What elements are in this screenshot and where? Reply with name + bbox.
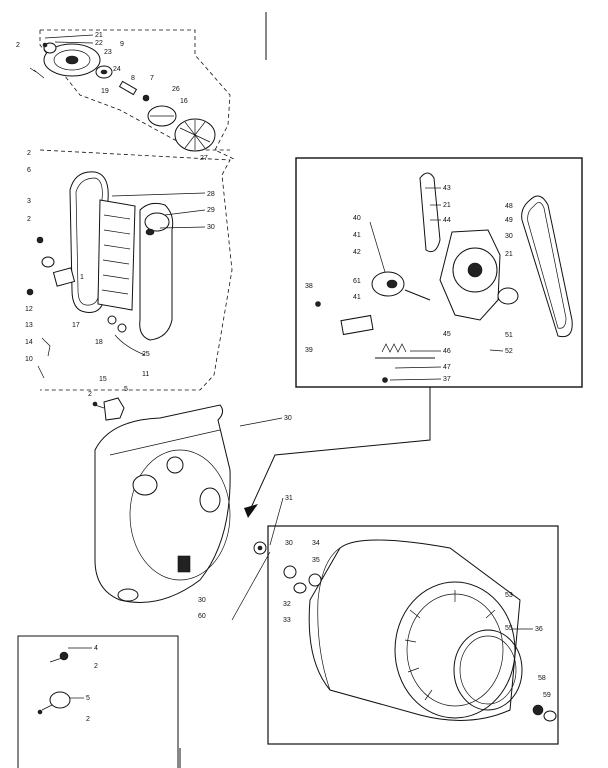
callout-30: 30 — [207, 224, 215, 231]
callout-21: 21 — [95, 32, 103, 39]
callout-51: 51 — [505, 332, 513, 339]
callout-43: 43 — [443, 185, 451, 192]
callout-30: 30 — [284, 415, 292, 422]
callout-46: 46 — [443, 348, 451, 355]
callout-61: 61 — [353, 278, 361, 285]
callout-4: 4 — [94, 645, 98, 652]
callout-41: 41 — [353, 294, 361, 301]
callout-leaders — [44, 34, 533, 699]
callout-2: 2 — [27, 150, 31, 157]
callout-33: 33 — [283, 617, 291, 624]
door-switch-part — [92, 397, 125, 421]
callout-34: 34 — [312, 540, 320, 547]
callout-8: 8 — [131, 75, 135, 82]
callout-42: 42 — [353, 249, 361, 256]
border-tick — [231, 551, 271, 621]
callout-32: 32 — [283, 601, 291, 608]
leader-arrow — [244, 504, 258, 518]
callout-7: 7 — [150, 75, 154, 82]
callout-12: 12 — [25, 306, 33, 313]
callout-5: 5 — [86, 695, 90, 702]
callout-60: 60 — [198, 613, 206, 620]
drum-assembly — [253, 525, 559, 745]
callout-18: 18 — [95, 339, 103, 346]
callout-53: 53 — [505, 592, 513, 599]
callout-25: 25 — [142, 351, 150, 358]
callout-13: 13 — [25, 322, 33, 329]
callout-52: 52 — [505, 348, 513, 355]
motor-pulley-group — [29, 29, 237, 161]
callout-39: 39 — [305, 347, 313, 354]
callout-45: 45 — [443, 331, 451, 338]
callout-38: 38 — [305, 283, 313, 290]
bulkhead-assembly — [26, 149, 233, 391]
callout-1: 1 — [80, 274, 84, 281]
callout-10: 10 — [25, 356, 33, 363]
callout-30: 30 — [505, 233, 513, 240]
callout-19: 19 — [101, 88, 109, 95]
callout-14: 14 — [25, 339, 33, 346]
idler-motor-inset — [295, 157, 583, 388]
callout-41: 41 — [353, 232, 361, 239]
callout-26: 26 — [172, 86, 180, 93]
callout-17: 17 — [72, 322, 80, 329]
callout-labels: 21 22 2 23 9 24 8 7 26 16 19 27 2 6 28 3… — [16, 32, 551, 723]
callout-36: 36 — [535, 626, 543, 633]
callout-58: 58 — [538, 675, 546, 682]
callout-6: 6 — [27, 167, 31, 174]
callout-23: 23 — [104, 49, 112, 56]
callout-49: 49 — [505, 217, 513, 224]
callout-55: 55 — [505, 625, 513, 632]
callout-2: 2 — [88, 391, 92, 398]
callout-24: 24 — [113, 66, 121, 73]
callout-2: 2 — [94, 663, 98, 670]
callout-3: 3 — [27, 198, 31, 205]
callout-48: 48 — [505, 203, 513, 210]
callout-11: 11 — [142, 371, 149, 378]
leader-line — [249, 387, 431, 511]
callout-16: 16 — [180, 98, 188, 105]
callout-21: 21 — [505, 251, 513, 258]
callout-30: 30 — [198, 597, 206, 604]
small-parts-inset — [17, 635, 179, 768]
callout-5: 5 — [124, 386, 128, 393]
callout-9: 9 — [120, 41, 124, 48]
callout-44: 44 — [443, 217, 451, 224]
callout-37: 37 — [443, 376, 451, 383]
callout-59: 59 — [543, 692, 551, 699]
callout-28: 28 — [207, 191, 215, 198]
callout-21: 21 — [443, 202, 451, 209]
callout-29: 29 — [207, 207, 215, 214]
callout-31: 31 — [285, 495, 293, 502]
callout-2: 2 — [86, 716, 90, 723]
callout-15: 15 — [99, 376, 107, 383]
callout-2: 2 — [27, 216, 31, 223]
callout-22: 22 — [95, 40, 103, 47]
callout-2: 2 — [16, 42, 20, 49]
callout-35: 35 — [312, 557, 320, 564]
callout-30: 30 — [285, 540, 293, 547]
callout-27: 27 — [200, 155, 208, 162]
rear-bulkhead-plate — [94, 404, 231, 603]
callout-47: 47 — [443, 364, 451, 371]
callout-40: 40 — [353, 215, 361, 222]
